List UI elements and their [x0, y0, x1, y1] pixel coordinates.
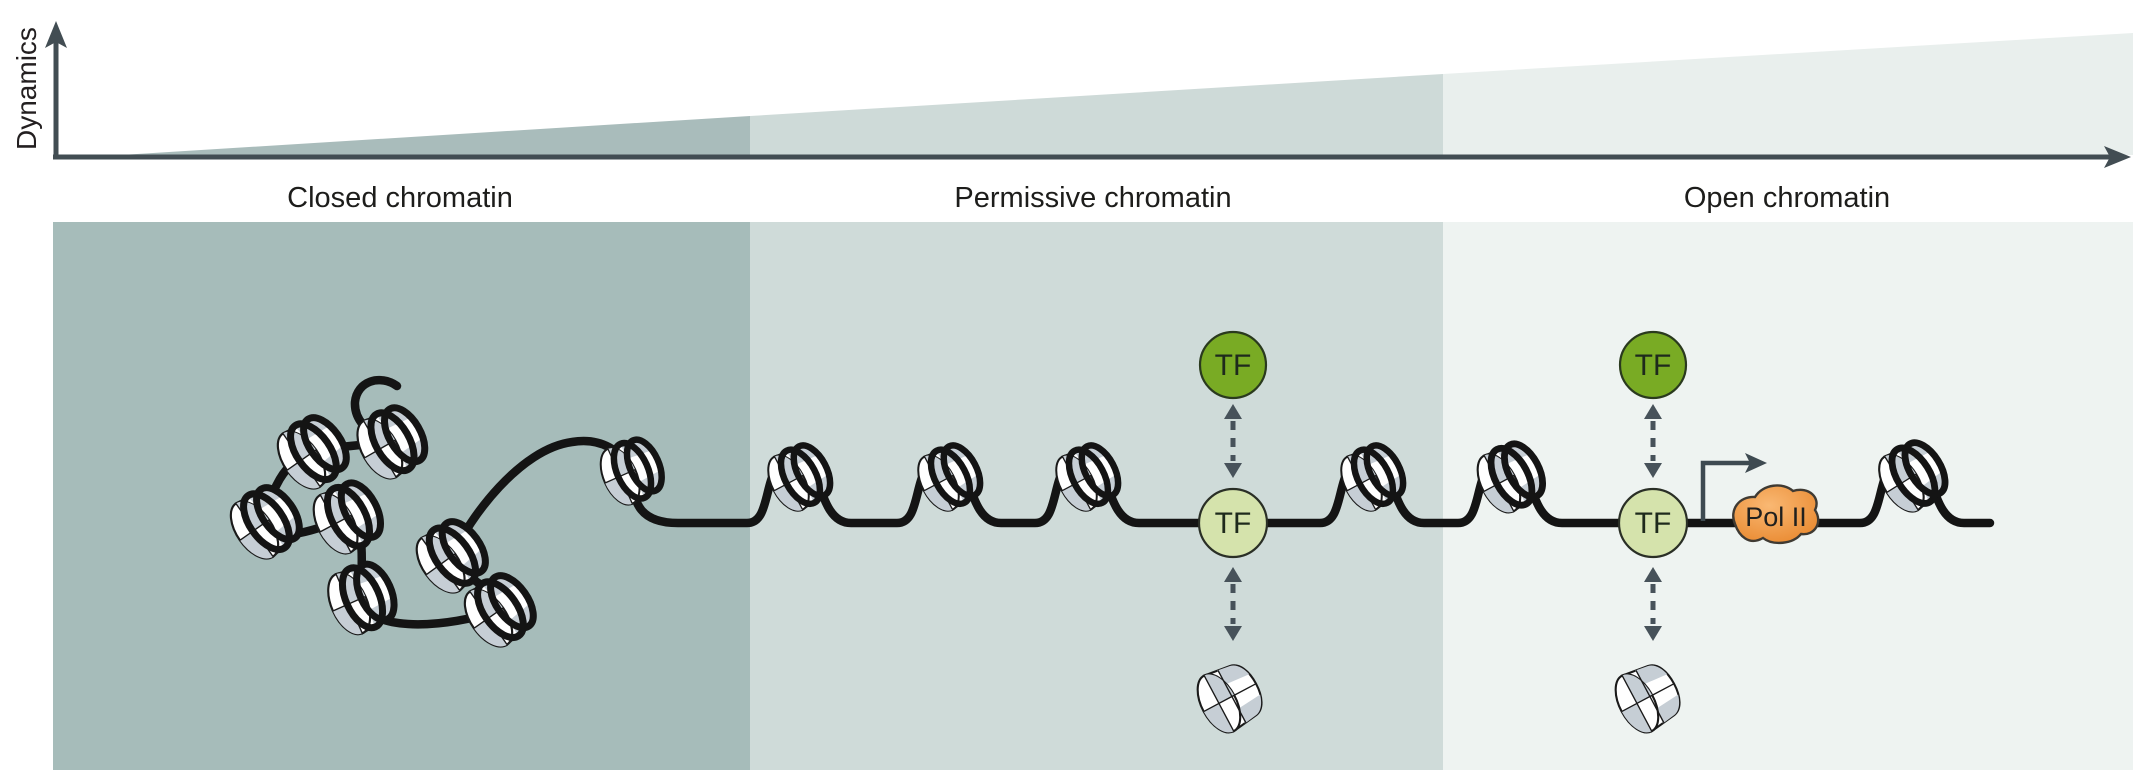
dynamics-wedge-open	[1443, 33, 2133, 155]
arrow-up-icon	[1644, 404, 1662, 419]
label-permissive-chromatin: Permissive chromatin	[954, 182, 1231, 214]
tf-binding-group-open: TF TF	[1607, 330, 1689, 739]
arrow-down-icon	[1224, 463, 1242, 478]
dynamics-wedge-permissive	[750, 74, 1443, 155]
tf-label: TF	[1635, 349, 1672, 382]
y-axis-label: Dynamics	[11, 27, 42, 150]
arrow-down-icon	[1224, 626, 1242, 641]
tf-circle-bound	[1197, 487, 1269, 559]
dynamics-wedge-closed	[120, 116, 750, 155]
label-open-chromatin: Open chromatin	[1684, 182, 1890, 214]
arrow-up-icon	[1644, 567, 1662, 582]
tf-circle-free	[1198, 330, 1268, 400]
tf-circle-free	[1618, 330, 1688, 400]
x-axis-arrow-icon	[2104, 146, 2131, 168]
label-closed-chromatin: Closed chromatin	[287, 182, 513, 214]
polii-label: Pol II	[1745, 502, 1807, 532]
y-axis-arrow-icon	[45, 21, 67, 48]
tf-label: TF	[1635, 507, 1672, 540]
tf-label: TF	[1215, 349, 1252, 382]
arrow-up-icon	[1224, 404, 1242, 419]
transcription-start-arrow-icon	[1700, 453, 1767, 521]
tf-label: TF	[1215, 507, 1252, 540]
arrow-down-icon	[1644, 626, 1662, 641]
arrow-up-icon	[1224, 567, 1242, 582]
arrow-down-icon	[1644, 463, 1662, 478]
tf-binding-group-permissive: TF TF	[1189, 330, 1271, 739]
tf-circle-bound	[1617, 487, 1689, 559]
polii-blob: Pol II	[1732, 484, 1820, 545]
